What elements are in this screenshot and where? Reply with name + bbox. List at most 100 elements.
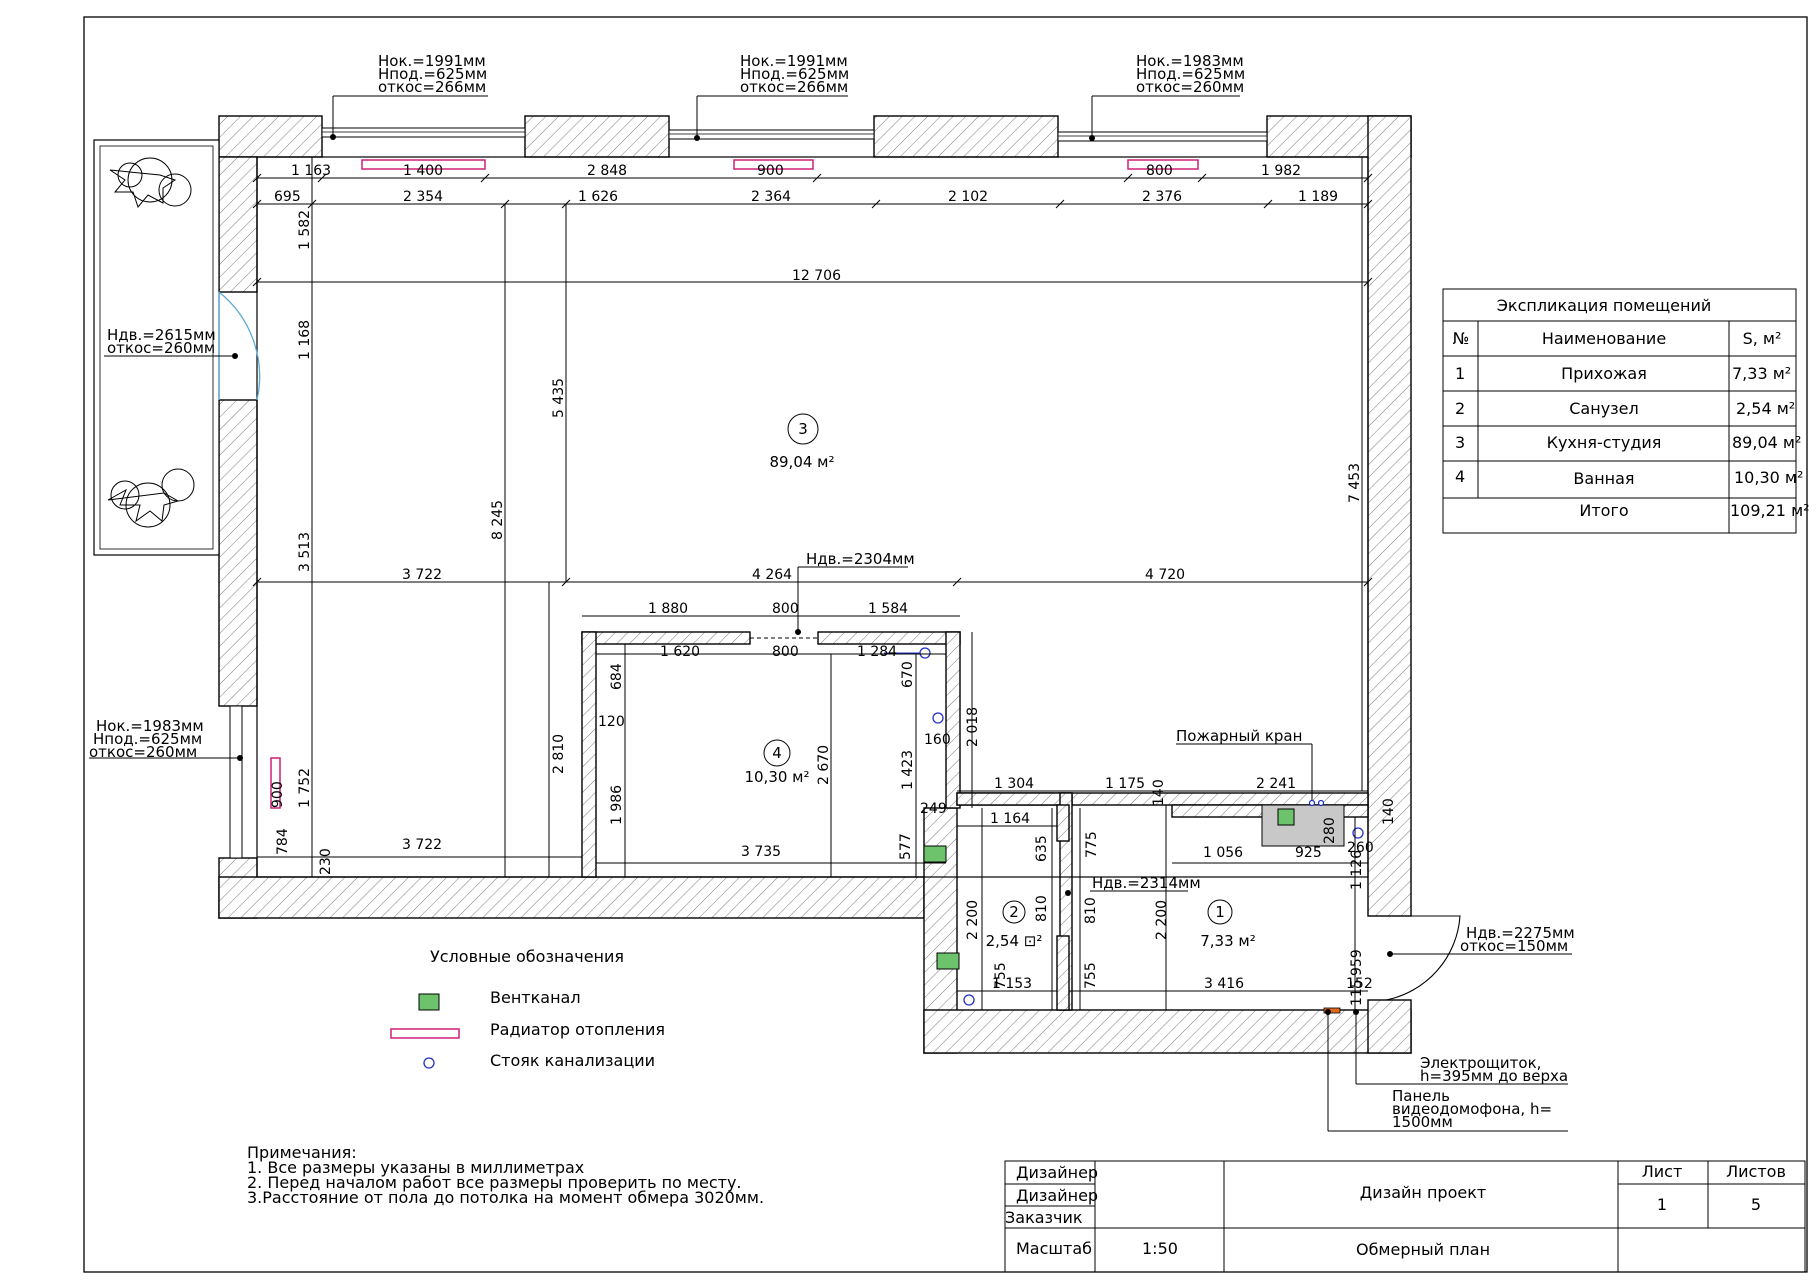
explication-total-value: 109,21 м² [1730, 501, 1810, 520]
dim-top2-e: 2 102 [948, 189, 988, 205]
legend: Условные обозначения Вентканал Радиатор … [390, 947, 665, 1070]
explication-header-area: S, м² [1743, 329, 1782, 348]
dim-hall-second-a: 1 164 [990, 811, 1030, 827]
electric-panel-icon [1323, 1007, 1341, 1014]
dim-bath-v-h: 2 018 [965, 707, 981, 747]
dim-left-v-e: 784 [275, 828, 291, 855]
dim-hall-top-a: 1 304 [994, 776, 1034, 792]
door-left-line-1: Ндв.=2615мм [107, 326, 216, 344]
riser-legend-icon [423, 1057, 435, 1069]
dim-top2-f: 2 376 [1142, 189, 1182, 205]
window-note-2: Нок.=1991мм Нпод.=625мм откос=266мм [740, 52, 849, 96]
legend-item-riser: Стояк канализации [490, 1051, 655, 1070]
dim-top2-g: 1 189 [1298, 189, 1338, 205]
entry-door-swing [1368, 915, 1461, 1001]
dim-hall-top-c: 140 [1151, 779, 1167, 806]
balcony [93, 139, 261, 859]
room-4-marker: 4 10,30 м² [744, 739, 810, 786]
dim-bath-inner-c: 1 284 [857, 644, 897, 660]
sheet-frame [83, 16, 1808, 1273]
room-3-marker: 3 89,04 м² [769, 413, 835, 471]
dim-hall-bottom-f: 959 [1349, 949, 1365, 976]
dim-top1-a: 1 163 [291, 163, 331, 179]
dim-bath-v-e: 670 [900, 661, 916, 688]
dim-bath-inner-b: 800 [772, 644, 799, 660]
window-left-line-3: откос=260мм [89, 743, 197, 761]
dim-top1-c: 2 848 [587, 163, 627, 179]
electric-line-2: h=395мм до верха [1420, 1067, 1568, 1085]
dim-row-mid-b: 4 264 [752, 567, 792, 583]
electric-line-1: Электрощиток, [1420, 1054, 1541, 1072]
dim-bath-inner-a: 1 620 [660, 644, 700, 660]
dim-hall-v-a: 635 [1034, 835, 1050, 862]
dim-bath-top-a: 1 880 [648, 601, 688, 617]
dim-top2-b: 2 354 [403, 189, 443, 205]
interior-outline [256, 156, 1369, 878]
dim-bath-top-c: 1 584 [868, 601, 908, 617]
dim-bath-bottom: 3 735 [741, 844, 781, 860]
dim-left-v-b: 1 168 [297, 320, 313, 360]
dim-left-v-f: 230 [318, 848, 334, 875]
door-note-left: Ндв.=2615мм откос=260мм [107, 326, 216, 357]
dim-bath-v-g: 1 423 [900, 750, 916, 790]
door-label-wc: Ндв.=2314мм [1092, 874, 1201, 892]
dim-hall-v-c: 810 [1034, 895, 1050, 922]
stamp-role-1: Дизайнер [1016, 1163, 1098, 1182]
stamp-drawing-name: Обмерный план [1356, 1240, 1490, 1259]
explication-row-4-area: 10,30 м² [1734, 468, 1803, 487]
dim-hall-second-c: 925 [1295, 845, 1322, 861]
note-2: 2. Перед началом работ все размеры прове… [247, 1173, 742, 1192]
dim-hall-v-i: 140 [1381, 798, 1397, 825]
radiator-left-size: 900 [270, 781, 286, 808]
room-2-marker: 2 2,54 ⊡² [986, 900, 1043, 950]
window-left-line-1: Нок.=1983мм [96, 717, 204, 735]
leaders [89, 95, 1572, 1132]
explication-row-2-no: 2 [1455, 399, 1465, 418]
dim-bath-v-f: 160 [924, 732, 951, 748]
dim-overall-width: 12 706 [792, 268, 841, 284]
door-note-entry: Ндв.=2275мм откос=150мм [1460, 924, 1575, 955]
explication-row-1-name: Прихожая [1561, 364, 1647, 383]
window-left-line-2: Нпод.=625мм [93, 730, 202, 748]
dim-hall-v-d: 810 [1083, 897, 1099, 924]
window-1-line-3: откос=266мм [378, 78, 486, 96]
dim-mid-v-c: 2 810 [551, 734, 567, 774]
dim-mid-v-b: 8 245 [490, 500, 506, 540]
stamp-sheets-label: Листов [1726, 1162, 1786, 1181]
dim-hall-v-j: 1 126 [1349, 850, 1365, 890]
room-4-number: 4 [772, 744, 782, 762]
notes-title: Примечания: [247, 1143, 357, 1162]
room-1-area: 7,33 м² [1200, 932, 1256, 950]
explication-row-2-area: 2,54 м² [1736, 399, 1795, 418]
stamp-scale-value: 1:50 [1142, 1239, 1178, 1258]
dim-left-v-c: 3 513 [297, 532, 313, 572]
vent-legend-icon [418, 993, 440, 1011]
window-2-line-3: откос=266мм [740, 78, 848, 96]
stamp-role-3: Заказчик [1005, 1208, 1083, 1227]
fire-hose-label: Пожарный кран [1176, 727, 1302, 745]
window-1-line-2: Нпод.=625мм [378, 65, 487, 83]
explication-total-label: Итого [1579, 501, 1628, 520]
note-3: 3.Расстояние от пола до потолка на момен… [247, 1188, 764, 1207]
top-windows [321, 127, 1268, 142]
dimension-texts: 1 163 1 400 2 848 900 800 1 982 695 2 35… [274, 163, 1373, 992]
window-2-line-1: Нок.=1991мм [740, 52, 848, 70]
explication-header-name: Наименование [1542, 329, 1666, 348]
intercom-line-3: 1500мм [1392, 1113, 1453, 1131]
room-2-area: 2,54 ⊡² [986, 932, 1043, 950]
door-entry-line-2: откос=150мм [1460, 937, 1568, 955]
dim-hall-bottom-c: 755 [1083, 962, 1099, 989]
plant-icon-bottom [107, 468, 195, 528]
dim-row-mid-a: 3 722 [402, 567, 442, 583]
dim-bath-v-a: 684 [609, 663, 625, 690]
window-note-left: Нок.=1983мм Нпод.=625мм откос=260мм [89, 717, 204, 761]
dim-bath-v-i: 577 [898, 833, 914, 860]
dim-row-mid-c: 4 720 [1145, 567, 1185, 583]
notes: Примечания: 1. Все размеры указаны в мил… [247, 1143, 764, 1207]
dim-hall-v-f: 2 200 [1154, 900, 1170, 940]
room-1-number: 1 [1215, 903, 1225, 921]
window-3-line-2: Нпод.=625мм [1136, 65, 1245, 83]
stamp-sheet-label: Лист [1642, 1162, 1683, 1181]
dim-top2-d: 2 364 [751, 189, 791, 205]
dim-hall-top-b: 1 175 [1105, 776, 1145, 792]
